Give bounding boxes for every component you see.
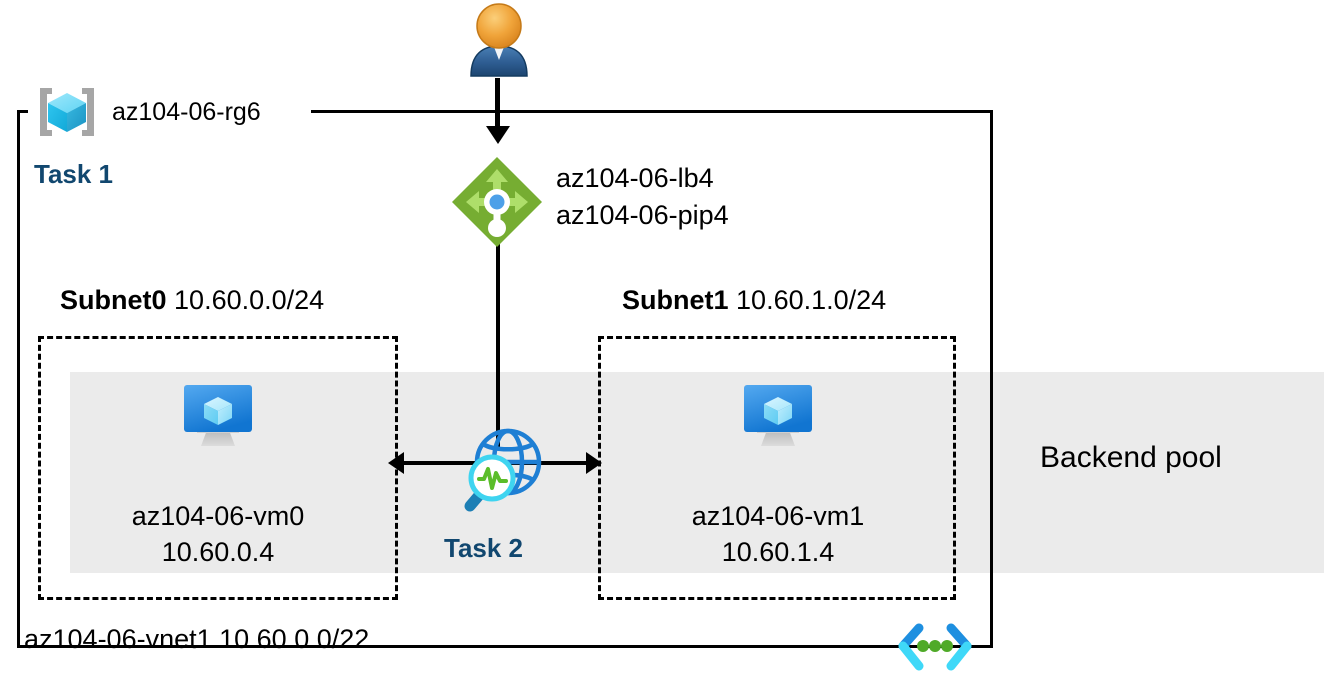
resource-group-label: az104-06-rg6: [112, 98, 261, 126]
virtual-machine-icon: [179, 380, 257, 452]
vm1-ip: 10.60.1.4: [721, 537, 835, 567]
vm0-ip: 10.60.0.4: [161, 537, 275, 567]
user-icon: [461, 2, 537, 78]
arrowhead-down-icon: [486, 126, 510, 144]
resource-group-boundary: [17, 110, 993, 648]
load-balancer-icon: [450, 155, 544, 249]
subnet0-name: Subnet0: [60, 285, 167, 315]
virtual-machine-icon: [739, 380, 817, 452]
load-balancer-labels: az104-06-lb4 az104-06-pip4: [556, 160, 729, 234]
subnet1-heading: Subnet1 10.60.1.0/24: [622, 283, 886, 317]
resource-group-icon: [30, 86, 104, 138]
backend-pool-label: Backend pool: [1040, 441, 1222, 474]
vm0-labels: az104-06-vm0 10.60.0.4: [78, 498, 358, 570]
subnet1-name: Subnet1: [622, 285, 729, 315]
subnet0-heading: Subnet0 10.60.0.0/24: [60, 283, 324, 317]
vm1-name: az104-06-vm1: [691, 501, 865, 531]
subnet1-cidr: 10.60.1.0/24: [736, 285, 887, 315]
network-watcher-icon: [452, 420, 548, 516]
backend-pool-band: [70, 372, 1324, 573]
connector-user-to-load-balancer: [495, 78, 500, 130]
subnet0-boundary: [38, 336, 398, 600]
resource-group-label-mask: [106, 104, 311, 118]
vm1-labels: az104-06-vm1 10.60.1.4: [638, 498, 918, 570]
public-ip-name: az104-06-pip4: [556, 200, 729, 230]
virtual-network-icon: [893, 622, 977, 674]
connector-lb-to-network-watcher: [496, 240, 500, 448]
load-balancer-name: az104-06-lb4: [556, 163, 714, 193]
subnet0-cidr: 10.60.0.0/24: [174, 285, 325, 315]
task-1-label: Task 1: [34, 159, 114, 189]
vnet-label: az104-06-vnet1 10.60.0.0/22: [24, 624, 370, 654]
task-2-label: Task 2: [444, 533, 524, 563]
vm0-name: az104-06-vm0: [131, 501, 305, 531]
subnet1-boundary: [598, 336, 956, 600]
